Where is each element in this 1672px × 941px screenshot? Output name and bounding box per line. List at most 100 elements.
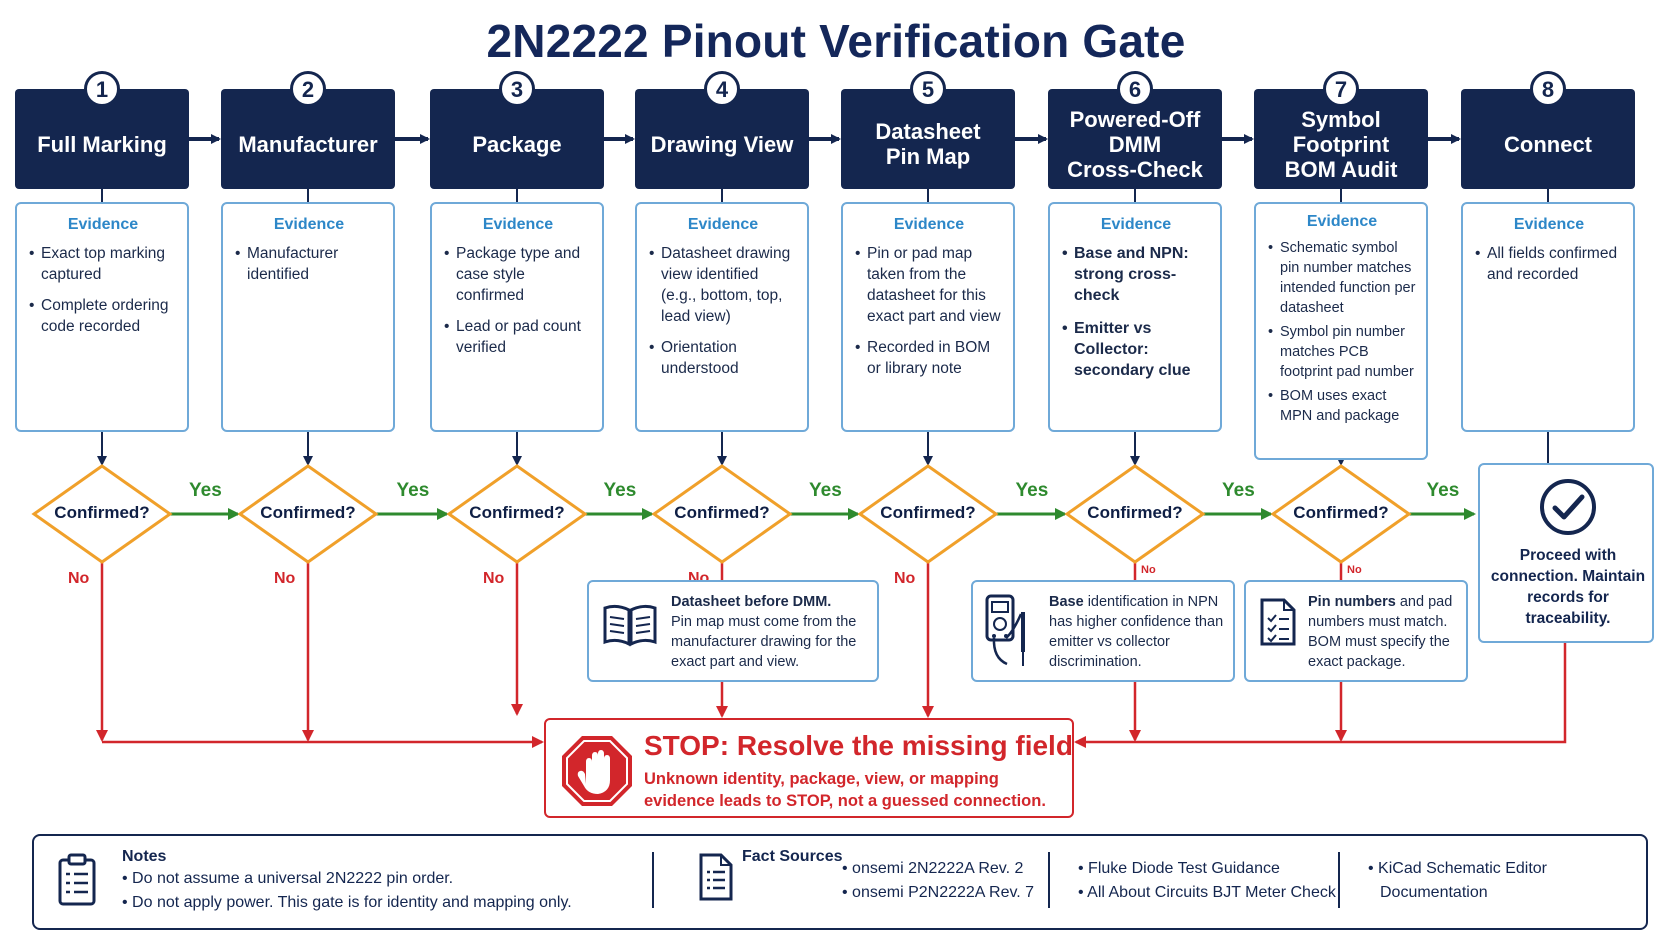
pins-note-bold: Pin numbers <box>1308 594 1396 610</box>
step-title: Manufacturer <box>238 131 378 157</box>
decision-label: Confirmed? <box>674 503 770 522</box>
page-title: 2N2222 Pinout Verification Gate <box>486 15 1186 67</box>
datasheet-note-text: Pin map must come from the manufacturer … <box>671 614 857 670</box>
dmm-note-text: identification in NPN has higher confide… <box>1049 594 1224 670</box>
clipboard-icon <box>58 853 96 906</box>
evidence-item: Base and NPN: strong cross-check <box>1062 243 1210 306</box>
dmm-note-card: Base identification in NPN has higher co… <box>971 580 1235 682</box>
decision-diamond <box>31 464 173 564</box>
proceed-card: Proceed with connection. Maintain record… <box>1478 463 1654 643</box>
evidence-item: Recorded in BOM or library note <box>855 337 1003 379</box>
evidence-box-6: EvidenceBase and NPN: strong cross-check… <box>1048 202 1222 432</box>
decision-label: Confirmed? <box>880 503 976 522</box>
step-box-1: Full Marking 1 <box>15 71 189 189</box>
datasheet-note-bold: Datasheet before DMM. <box>671 594 832 610</box>
step-number-badge: 8 <box>1530 71 1566 107</box>
decision-diamond <box>651 464 793 564</box>
step-title: Symbol Footprint BOM Audit <box>1284 106 1398 182</box>
note-line-1: • Do not assume a universal 2N2222 pin o… <box>122 870 454 887</box>
step-title: Powered-Off DMM Cross-Check <box>1067 106 1203 182</box>
yes-label: Yes <box>1222 480 1255 501</box>
step-box-3: Package 3 <box>430 71 604 189</box>
stop-subtitle: Unknown identity, package, view, or mapp… <box>644 770 1046 810</box>
decision-diamond <box>857 464 999 564</box>
evidence-heading: Evidence <box>1306 213 1378 230</box>
evidence-item: Package type and case style confirmed <box>444 243 592 306</box>
evidence-item: Datasheet drawing view identified (e.g.,… <box>649 243 797 327</box>
step-title: Package <box>472 131 562 157</box>
step-title: Drawing View <box>650 131 794 157</box>
evidence-heading: Evidence <box>273 216 345 233</box>
evidence-item: Emitter vs Collector: secondary clue <box>1062 318 1210 381</box>
source-1-line-1: • onsemi 2N2222A Rev. 2 <box>842 860 1024 877</box>
step-number-badge: 2 <box>290 71 326 107</box>
evidence-heading: Evidence <box>687 216 759 233</box>
evidence-item: Complete ordering code recorded <box>29 295 177 337</box>
source-3-line-2: Documentation <box>1380 884 1488 901</box>
source-2-line-2: • All About Circuits BJT Meter Check <box>1078 884 1336 901</box>
return-bus-arrow <box>1074 643 1567 748</box>
evidence-item: Lead or pad count verified <box>444 316 592 358</box>
notes-bar: Notes • Do not assume a universal 2N2222… <box>32 834 1648 930</box>
evidence-box-2: EvidenceManufacturer identified <box>221 202 395 432</box>
step-number-badge: 3 <box>499 71 535 107</box>
step-number-badge: 1 <box>84 71 120 107</box>
evidence-item: Schematic symbol pin number matches inte… <box>1268 238 1416 318</box>
footer-divider-1 <box>652 852 654 908</box>
document-icon <box>699 853 733 901</box>
decision-label: Confirmed? <box>1293 503 1389 522</box>
evidence-box-5: EvidencePin or pad map taken from the da… <box>841 202 1015 432</box>
yes-label: Yes <box>1015 480 1049 501</box>
evidence-item: Exact top marking captured <box>29 243 177 285</box>
step-title: Full Marking <box>37 131 167 157</box>
pins-note-text: and pad numbers must match. BOM must spe… <box>1308 594 1453 670</box>
decision-label: Confirmed? <box>54 503 150 522</box>
evidence-item: BOM uses exact MPN and package <box>1268 386 1416 426</box>
evidence-item: Manufacturer identified <box>235 243 383 285</box>
dmm-note-bold: Base <box>1049 594 1084 610</box>
source-3-line-1: • KiCad Schematic Editor <box>1368 860 1548 877</box>
source-1-line-2: • onsemi P2N2222A Rev. 7 <box>842 884 1035 901</box>
stop-box: STOP: Resolve the missing field Unknown … <box>544 718 1074 818</box>
evidence-box-1: EvidenceExact top marking capturedComple… <box>15 202 189 432</box>
no-label: No <box>68 570 90 587</box>
step-number-badge: 7 <box>1323 71 1359 107</box>
decision-label: Confirmed? <box>1087 503 1183 522</box>
step-number-badge: 5 <box>910 71 946 107</box>
yes-label: Yes <box>809 480 842 501</box>
no-label: No <box>894 570 916 587</box>
evidence-box-3: EvidencePackage type and case style conf… <box>430 202 604 432</box>
decision-diamond <box>446 464 588 564</box>
pins-note-card: Pin numbers and pad numbers must match. … <box>1244 580 1468 682</box>
evidence-item: All fields confirmed and recorded <box>1475 243 1623 285</box>
evidence-heading: Evidence <box>67 216 139 233</box>
stop-hand-icon <box>562 736 632 806</box>
source-2-line-1: • Fluke Diode Test Guidance <box>1078 860 1280 877</box>
footer-divider-3 <box>1338 852 1340 908</box>
footer-divider-2 <box>1048 852 1050 908</box>
evidence-heading: Evidence <box>1513 216 1585 233</box>
step-box-2: Manufacturer 2 <box>221 71 395 189</box>
evidence-box-7: EvidenceSchematic symbol pin number matc… <box>1254 202 1428 460</box>
evidence-item: Pin or pad map taken from the datasheet … <box>855 243 1003 327</box>
evidence-item: Orientation understood <box>649 337 797 379</box>
stop-title: STOP: Resolve the missing field <box>644 730 1073 761</box>
step-box-8: Connect 8 <box>1461 71 1635 189</box>
sources-heading: Fact Sources <box>742 848 843 865</box>
document-list-icon <box>1260 598 1296 646</box>
decision-label: Confirmed? <box>260 503 356 522</box>
decision-label: Confirmed? <box>469 503 565 522</box>
no-label: No <box>274 570 296 587</box>
open-book-icon <box>603 604 657 647</box>
no-label: No <box>483 570 505 587</box>
no-label: No <box>1141 564 1156 576</box>
evidence-box-8: EvidenceAll fields confirmed and recorde… <box>1461 202 1635 432</box>
step-title: Connect <box>1504 131 1592 157</box>
yes-label: Yes <box>603 480 637 501</box>
datasheet-note-card: Datasheet before DMM. Pin map must come … <box>587 580 879 682</box>
decision-diamond <box>237 464 379 564</box>
